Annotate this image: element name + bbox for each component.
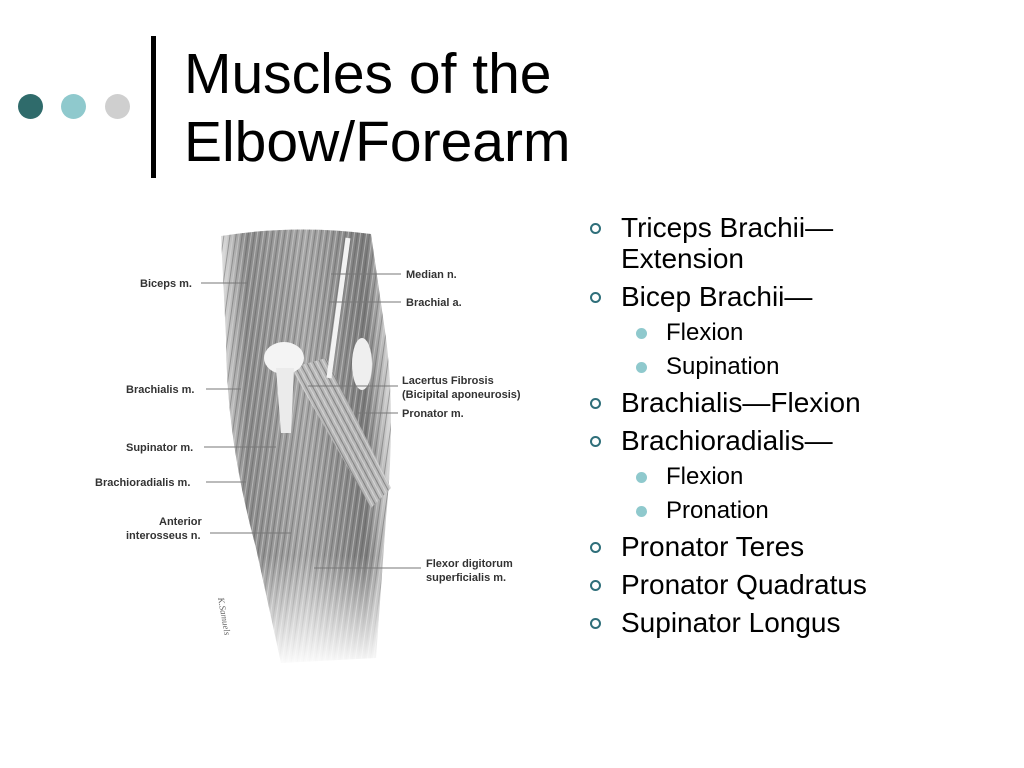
bullet-text-cont: Extension	[621, 243, 744, 274]
sub-bullet-item: Supination	[585, 353, 1005, 381]
bullet-item: Pronator Quadratus	[585, 569, 1005, 600]
sub-bullet-dot-icon	[636, 328, 647, 339]
label-biceps: Biceps m.	[140, 278, 192, 290]
dot-mid	[61, 94, 86, 119]
bullet-text: Pronator Quadratus	[621, 569, 867, 600]
sub-bullet-text: Pronation	[666, 497, 769, 524]
sub-bullet-text: Flexion	[666, 463, 744, 490]
sub-bullet-dot-icon	[636, 472, 647, 483]
bullet-ring-icon	[590, 542, 601, 553]
bullet-ring-icon	[590, 580, 601, 591]
label-interosseus: interosseus n.	[126, 530, 201, 542]
label-brachial-a: Brachial a.	[406, 297, 462, 309]
sub-bullet-dot-icon	[636, 506, 647, 517]
bullet-ring-icon	[590, 292, 601, 303]
label-flexor: Flexor digitorum	[426, 558, 513, 570]
bullet-item: Pronator Teres	[585, 531, 1005, 562]
slide-title: Muscles of the Elbow/Forearm	[184, 40, 744, 176]
bullet-text: Brachialis—Flexion	[621, 387, 861, 418]
sub-bullet-dot-icon	[636, 362, 647, 373]
sub-bullet-text: Supination	[666, 353, 780, 380]
sub-bullet-item: Pronation	[585, 497, 1005, 525]
title-line-2: Elbow/Forearm	[184, 110, 571, 174]
bullet-item: Supinator Longus	[585, 607, 1005, 638]
bullet-item: Brachialis—Flexion	[585, 387, 1005, 418]
dot-light	[105, 94, 130, 119]
label-lacertus: Lacertus Fibrosis	[402, 375, 494, 387]
bullet-text: Brachioradialis—	[621, 425, 833, 456]
bullet-text: Triceps Brachii—	[621, 212, 834, 243]
bullet-ring-icon	[590, 223, 601, 234]
label-supinator: Supinator m.	[126, 442, 193, 454]
title-line-1: Muscles of the	[184, 42, 552, 106]
anatomy-svg: K.Samuels Biceps m. Brachialis m. Supina…	[95, 218, 521, 668]
bullet-list: Triceps Brachii— Extension Bicep Brachii…	[585, 212, 1005, 645]
sub-bullet-item: Flexion	[585, 319, 1005, 347]
label-pronator: Pronator m.	[402, 408, 464, 420]
bullet-ring-icon	[590, 436, 601, 447]
label-bicipital: (Bicipital aponeurosis)	[402, 389, 521, 401]
bullet-text: Bicep Brachii—	[621, 281, 813, 312]
decorative-dots	[18, 94, 133, 120]
elbow-anatomy-illustration: K.Samuels Biceps m. Brachialis m. Supina…	[86, 218, 556, 668]
label-anterior: Anterior	[159, 516, 203, 528]
dot-dark	[18, 94, 43, 119]
sub-bullet-item: Flexion	[585, 463, 1005, 491]
label-median: Median n.	[406, 269, 457, 281]
bullet-item: Brachioradialis—	[585, 425, 1005, 456]
bullet-text: Pronator Teres	[621, 531, 805, 562]
bullet-item: Bicep Brachii—	[585, 281, 1005, 312]
sub-bullet-text: Flexion	[666, 319, 744, 346]
title-divider	[151, 36, 156, 178]
bullet-ring-icon	[590, 618, 601, 629]
label-brachialis: Brachialis m.	[126, 384, 194, 396]
label-brachioradialis: Brachioradialis m.	[95, 477, 190, 489]
bullet-item: Triceps Brachii— Extension	[585, 212, 1005, 274]
bullet-text: Supinator Longus	[621, 607, 841, 638]
bullet-ring-icon	[590, 398, 601, 409]
label-superficialis: superficialis m.	[426, 572, 506, 584]
